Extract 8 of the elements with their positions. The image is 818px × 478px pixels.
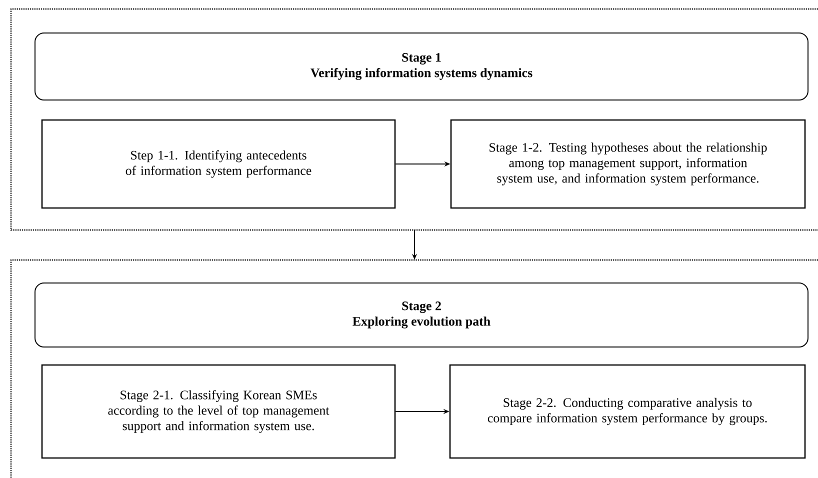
stage-header-box: Stage 1 Verifying information systems dynamics	[34, 32, 808, 100]
step-box: Stage 2-2. Conducting comparative analysis to compare information system performance by groups.	[449, 364, 806, 459]
dotted-frame	[10, 259, 818, 478]
step-box: Step 1-1. Identifying antecedents of information system performance	[41, 119, 396, 209]
dotted-frame	[10, 8, 818, 231]
step-box: Stage 1-2. Testing hypotheses about the relationship among top management support, information system use, and information system performance.	[450, 119, 806, 209]
step-box: Stage 2-1. Classifying Korean SMEs according to the level of top management support and information system use.	[41, 364, 396, 459]
stage-header-box: Stage 2 Exploring evolution path	[34, 282, 808, 348]
